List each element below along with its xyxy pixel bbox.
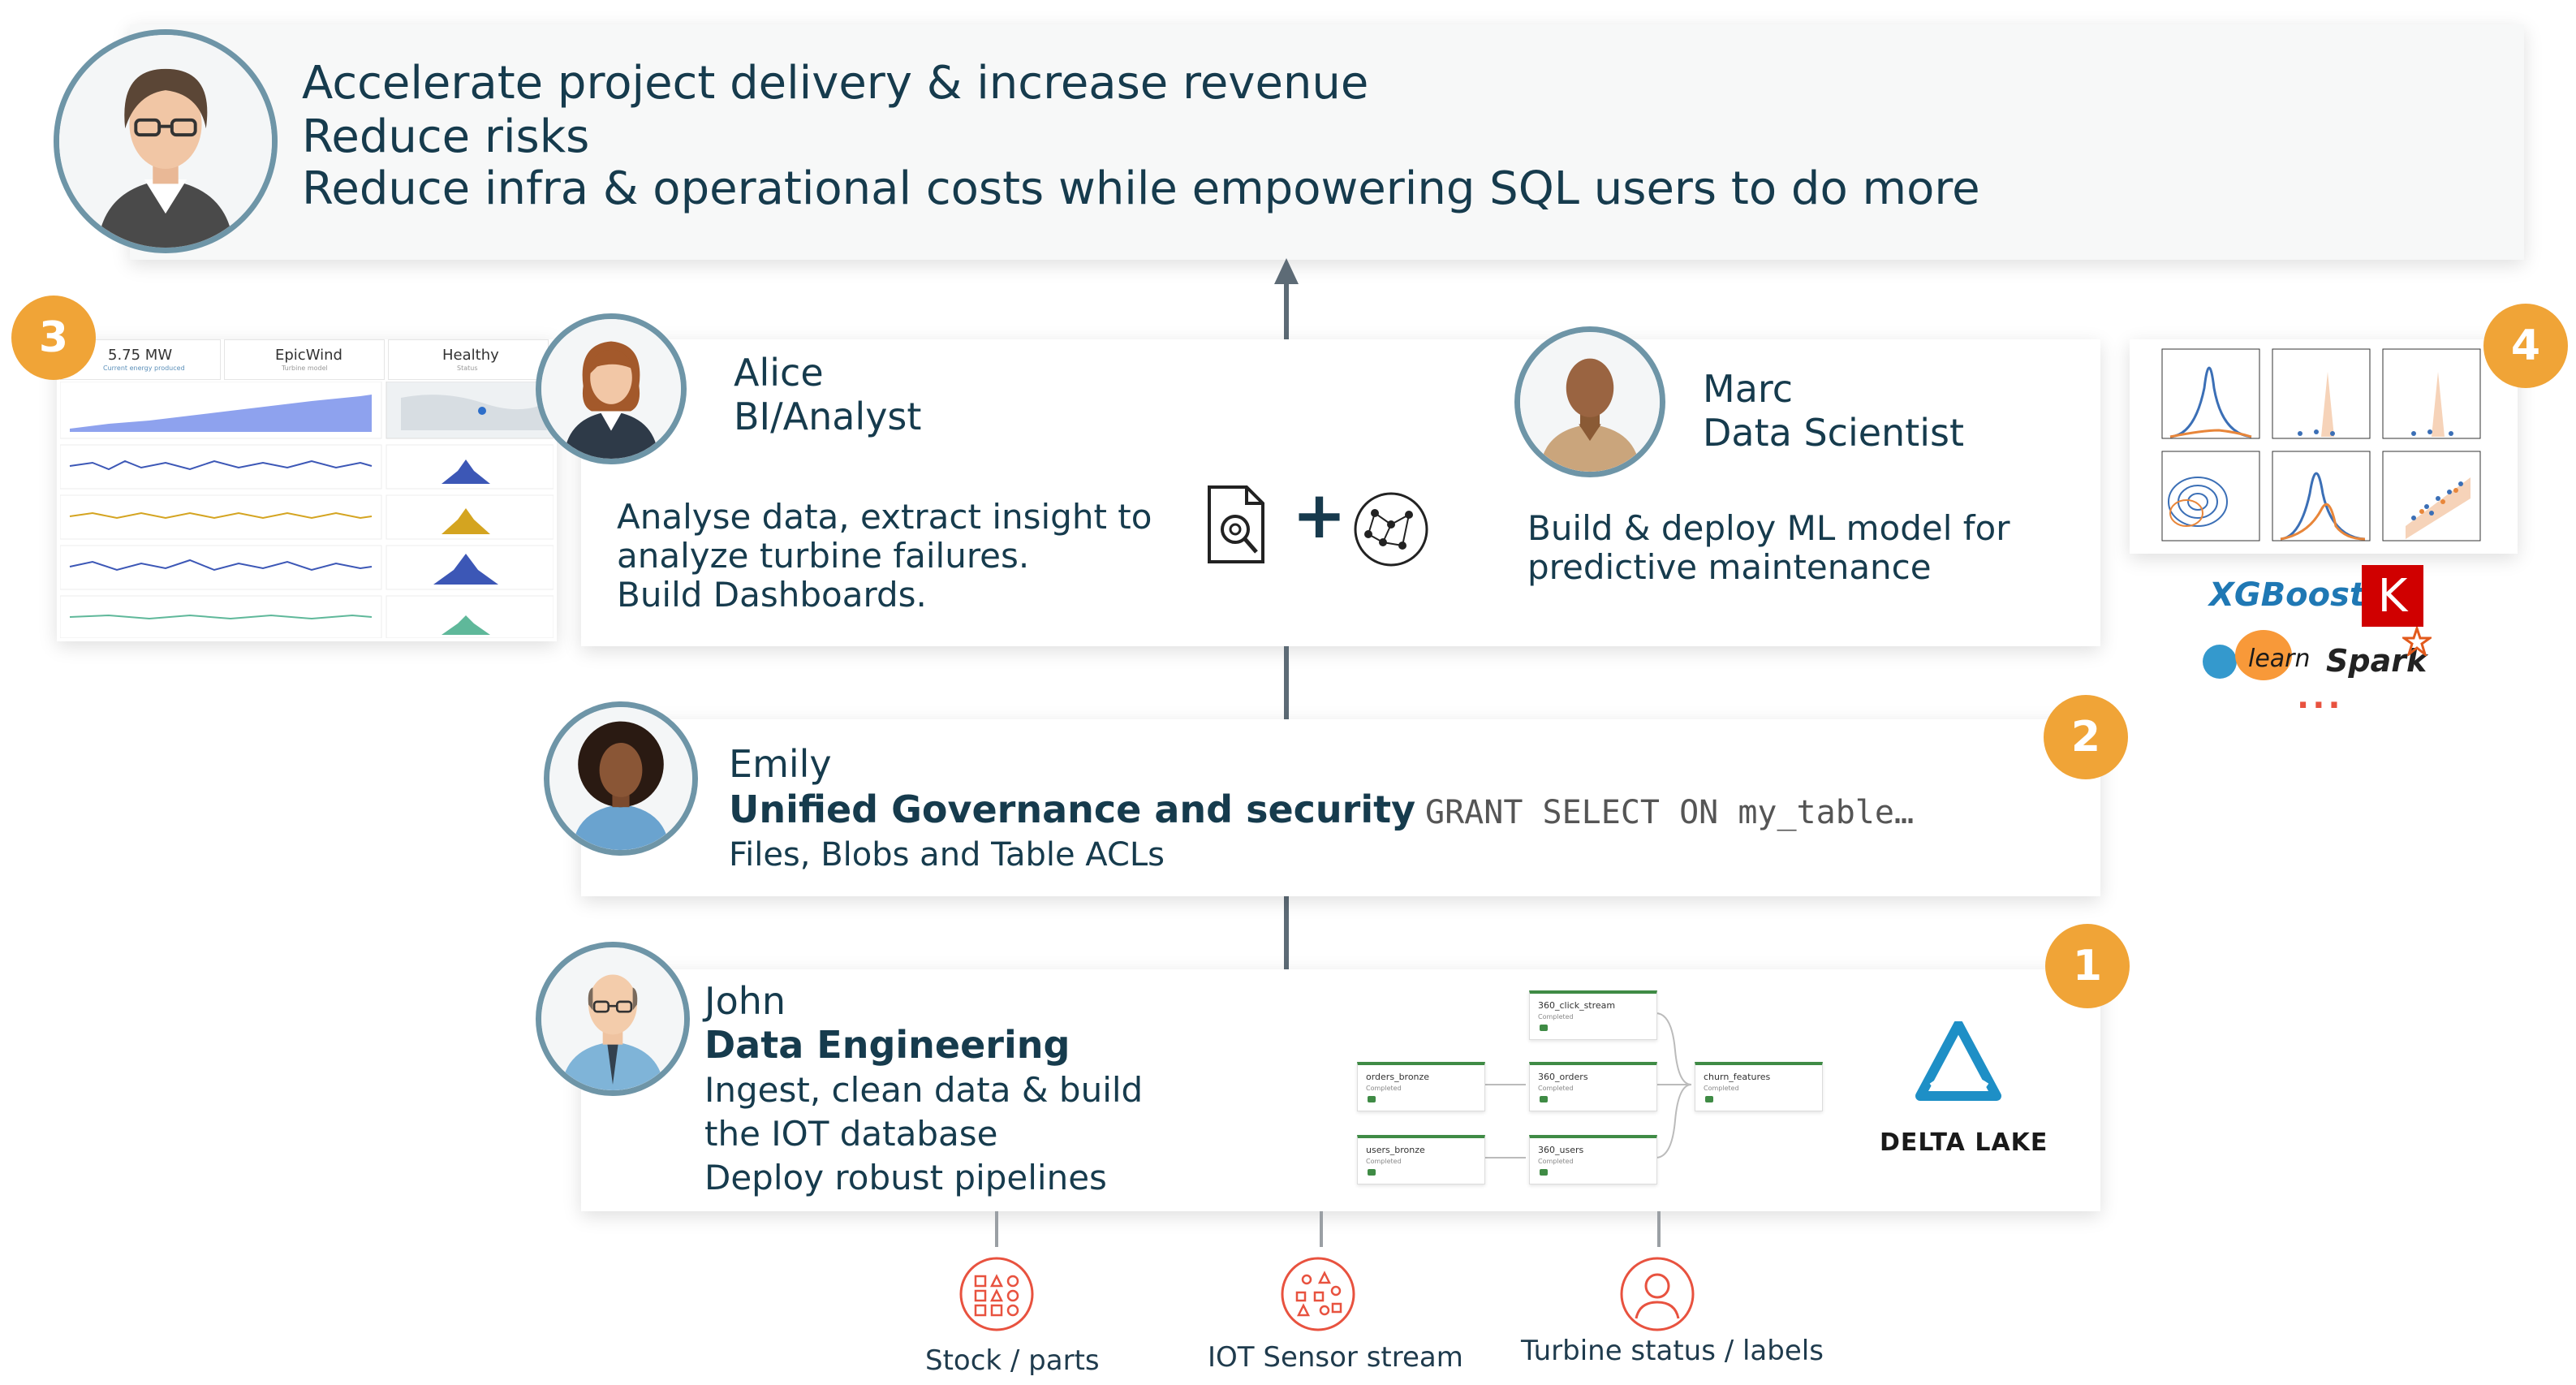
marc-desc-2: predictive maintenance bbox=[1527, 547, 1932, 587]
stock-parts-icon bbox=[959, 1257, 1034, 1331]
woman-glasses-icon bbox=[59, 35, 272, 248]
search-document-icon bbox=[1208, 485, 1264, 563]
network-brain-icon bbox=[1354, 492, 1428, 567]
pipeline-node-status: Completed bbox=[1538, 1158, 1574, 1165]
woman-curly-hair-icon bbox=[549, 707, 692, 850]
alice-role: BI/Analyst bbox=[734, 395, 922, 438]
executive-goal-3: Reduce infra & operational costs while e… bbox=[302, 162, 1980, 215]
man-icon bbox=[1520, 332, 1660, 472]
marc-name: Marc bbox=[1703, 367, 1794, 411]
executive-panel bbox=[130, 24, 2524, 260]
governance-panel bbox=[581, 719, 2100, 896]
emily-avatar bbox=[544, 701, 698, 856]
plus-sign: + bbox=[1292, 477, 1347, 553]
pipeline-node[interactable]: 360_users Completed bbox=[1529, 1135, 1657, 1184]
grant-sql-snippet: GRANT SELECT ON my_table… bbox=[1425, 794, 1915, 831]
pipeline-node-name: 360_click_stream bbox=[1538, 1000, 1616, 1011]
emily-role: Unified Governance and security bbox=[729, 787, 1416, 831]
dashboard-thumbnail: 5.75 MW Current energy produced EpicWind… bbox=[57, 339, 557, 641]
pipeline-node-status: Completed bbox=[1704, 1085, 1739, 1092]
john-name: John bbox=[704, 979, 786, 1023]
source-label-turbine: Turbine status / labels bbox=[1521, 1335, 1824, 1367]
kpi-energy-value: 5.75 MW bbox=[108, 347, 173, 364]
user-status-icon bbox=[1620, 1257, 1695, 1331]
john-avatar bbox=[536, 942, 690, 1096]
pipeline-dag: 360_click_stream Completed orders_bronze… bbox=[1347, 977, 1850, 1198]
spark-star-icon bbox=[2402, 627, 2432, 656]
executive-goal-1: Accelerate project delivery & increase r… bbox=[302, 57, 1369, 110]
dashboard-charts bbox=[60, 382, 554, 638]
pipeline-node-name: 360_orders bbox=[1538, 1072, 1588, 1082]
marc-role: Data Scientist bbox=[1703, 411, 1964, 455]
more-ellipsis: ... bbox=[2297, 679, 2344, 716]
emily-desc: Files, Blobs and Table ACLs bbox=[729, 836, 1165, 874]
woman-icon bbox=[541, 319, 681, 459]
analytics-panel bbox=[581, 339, 2100, 646]
pipeline-node[interactable]: orders_bronze Completed bbox=[1357, 1062, 1485, 1111]
connector-line-governance bbox=[1284, 896, 1289, 969]
marc-desc-1: Build & deploy ML model for bbox=[1527, 508, 2010, 548]
xgboost-logo: XGBoost bbox=[2209, 576, 2366, 614]
sklearn-logo-text: learn bbox=[2248, 645, 2311, 673]
emily-name: Emily bbox=[729, 742, 832, 786]
delta-lake-icon bbox=[1915, 1021, 2001, 1101]
delta-lake-label: DELTA LAKE bbox=[1880, 1128, 2048, 1157]
source-label-iot: IOT Sensor stream bbox=[1208, 1341, 1463, 1374]
step-badge-1: 1 bbox=[2045, 924, 2130, 1008]
pipeline-node-status: Completed bbox=[1538, 1013, 1574, 1020]
kpi-model-value: EpicWind bbox=[275, 347, 342, 364]
spark-logo: Spark bbox=[2326, 627, 2432, 679]
alice-desc-3: Build Dashboards. bbox=[617, 575, 927, 615]
marc-avatar bbox=[1514, 326, 1665, 477]
pipeline-edges bbox=[1482, 1012, 1692, 1158]
pipeline-node-name: 360_users bbox=[1538, 1145, 1584, 1155]
sensor-stream-icon bbox=[1281, 1257, 1355, 1331]
keras-logo: K bbox=[2362, 565, 2423, 627]
john-desc-2: the IOT database bbox=[704, 1114, 998, 1154]
keras-logo-letter: K bbox=[2377, 569, 2408, 623]
alice-desc-2: analyze turbine failures. bbox=[617, 536, 1030, 576]
source-connector-turbine bbox=[1657, 1211, 1661, 1247]
kpi-model-label: Turbine model bbox=[282, 365, 328, 372]
pipeline-node-name: orders_bronze bbox=[1366, 1072, 1430, 1082]
pipeline-node[interactable]: churn_features Completed bbox=[1695, 1062, 1823, 1111]
alice-desc-1: Analyse data, extract insight to bbox=[617, 497, 1152, 537]
pipeline-node-status: Completed bbox=[1538, 1085, 1574, 1092]
pipeline-node[interactable]: 360_orders Completed bbox=[1529, 1062, 1657, 1111]
pipeline-node-name: churn_features bbox=[1704, 1072, 1771, 1082]
pipeline-node-status: Completed bbox=[1366, 1158, 1402, 1165]
engineering-panel bbox=[581, 969, 2100, 1211]
arrow-shaft bbox=[1284, 276, 1289, 339]
pipeline-node[interactable]: users_bronze Completed bbox=[1357, 1135, 1485, 1184]
sklearn-logo: learn bbox=[2203, 630, 2311, 680]
alice-name: Alice bbox=[734, 351, 824, 395]
step-badge-4: 4 bbox=[2483, 304, 2568, 388]
pipeline-node-name: users_bronze bbox=[1366, 1145, 1425, 1155]
executive-avatar bbox=[54, 29, 278, 253]
source-connector-iot bbox=[1320, 1211, 1323, 1247]
step-badge-2: 2 bbox=[2044, 695, 2128, 779]
pipeline-node-status: Completed bbox=[1366, 1085, 1402, 1092]
step-badge-3: 3 bbox=[11, 296, 96, 380]
source-connector-stock bbox=[995, 1211, 998, 1247]
alice-avatar bbox=[536, 313, 687, 464]
pipeline-node[interactable]: 360_click_stream Completed bbox=[1529, 990, 1657, 1040]
john-desc-1: Ingest, clean data & build bbox=[704, 1070, 1144, 1110]
kpi-energy-label: Current energy produced bbox=[103, 365, 185, 372]
john-desc-3: Deploy robust pipelines bbox=[704, 1158, 1107, 1197]
connector-line-analytics bbox=[1284, 646, 1289, 719]
kpi-status-label: Status bbox=[457, 365, 478, 372]
john-role: Data Engineering bbox=[704, 1023, 1070, 1067]
pairplot-chart bbox=[2161, 348, 2481, 541]
ml-plots-thumbnail bbox=[2130, 339, 2518, 554]
kpi-status-value: Healthy bbox=[442, 347, 499, 364]
source-label-stock: Stock / parts bbox=[925, 1344, 1100, 1377]
bald-man-glasses-icon bbox=[541, 947, 684, 1090]
arrow-up-icon bbox=[1274, 258, 1299, 284]
executive-goal-2: Reduce risks bbox=[302, 110, 590, 163]
